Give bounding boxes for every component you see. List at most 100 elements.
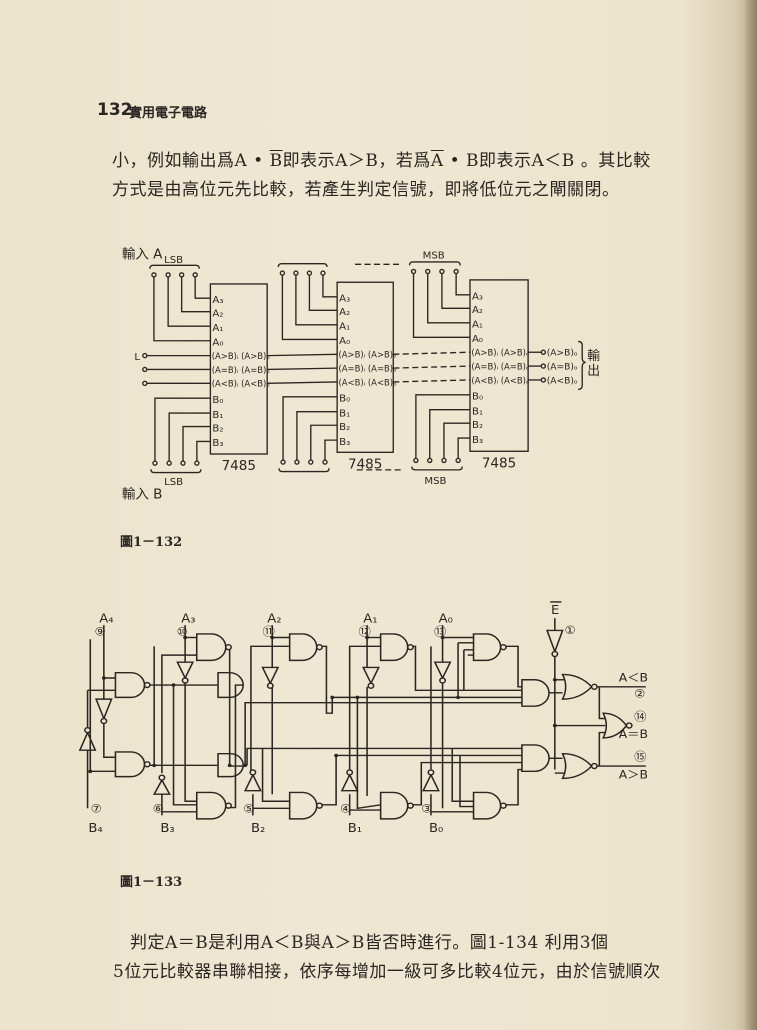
input-a-wire: [322, 273, 338, 298]
input-a-label: A₀: [439, 611, 453, 625]
a-bar: A: [430, 151, 444, 171]
inversion-bubble: [143, 681, 151, 689]
input-b-terminal: [194, 460, 200, 466]
cascade-wire: [267, 381, 338, 385]
output-heading: 出: [587, 364, 600, 379]
pin-number: ⑪: [263, 625, 276, 638]
pin-number: ⑦: [91, 802, 102, 815]
l-level-label: L: [134, 352, 140, 363]
junction-dot: [183, 635, 188, 640]
inversion-bubble: [427, 769, 435, 776]
bottom-brace: [411, 466, 463, 471]
inverter-gate: [261, 666, 280, 686]
and-gate: [521, 744, 550, 773]
input-b-wire: [415, 394, 470, 461]
pin-label-cascade: (A=B)ᵢ (A=B)ₒ: [212, 365, 270, 375]
output-label: (A>B)ₒ: [547, 349, 578, 359]
input-b-wire: [154, 397, 211, 464]
nand-gate: [195, 791, 227, 820]
pin-label-cascade: (A=B)ᵢ (A=B)ₒ: [471, 361, 529, 371]
pin-number: ⑩: [177, 625, 188, 638]
junction-dot: [334, 753, 339, 758]
output-label: A＞B: [619, 768, 648, 781]
inverter-gate: [433, 661, 452, 680]
intro-text: 即表示A＞B，若爲: [282, 151, 431, 171]
msb-label: MSB: [423, 251, 445, 262]
pin-label-b: B₂: [339, 422, 350, 433]
output-terminal: [540, 363, 547, 369]
pin-label-a: A₁: [212, 323, 223, 334]
top-brace: [408, 261, 461, 266]
input-a-terminal: [178, 272, 185, 278]
inverter-gate: [362, 666, 380, 686]
inversion-bubble: [315, 644, 323, 651]
nor-gate: [561, 673, 593, 700]
pin-label-a: A₂: [472, 305, 483, 316]
inverter-gate: [152, 778, 171, 795]
pin-label-b: B₂: [212, 423, 223, 434]
wire: [459, 755, 474, 808]
inversion-bubble: [590, 683, 598, 690]
input-a-label: A₄: [99, 611, 113, 625]
inversion-bubble: [315, 802, 323, 809]
closing-line-1: 判定A＝B是利用A＜B與A＞B皆否時進行。圖1-134 利用3個: [130, 933, 609, 953]
input-b-wire: [296, 411, 338, 463]
nand-gate: [472, 633, 502, 662]
pin-label-cascade: (A<B)ᵢ (A<B)ₒ: [338, 377, 396, 387]
cascade-input-terminal: [142, 352, 148, 359]
pin-label-b: B₂: [472, 420, 483, 431]
ic-7485-chip: [336, 281, 394, 453]
input-a-terminal: [165, 272, 171, 278]
pin-label-cascade: (A>B)ᵢ (A>B)ₒ: [471, 348, 529, 358]
input-b-terminal: [441, 457, 447, 464]
inversion-bubble: [499, 802, 507, 809]
nor-gate: [602, 712, 628, 739]
input-b-label: B₀: [429, 821, 443, 835]
pin-label-cascade: (A>B)ᵢ (A>B)ₒ: [212, 351, 270, 361]
wire: [316, 645, 522, 714]
nand-gate: [114, 751, 146, 778]
cascade-wire: [267, 353, 338, 357]
intro-line-2: 方式是由高位元先比較，若產生判定信號，即將低位元之閘關閉。: [112, 180, 620, 200]
pin-number: ④: [340, 802, 351, 815]
input-a-wire: [455, 271, 470, 296]
bottom-brace: [278, 468, 330, 473]
figure-1-133-caption: 圖1－133: [120, 875, 183, 890]
chip-label: 7485: [348, 457, 382, 473]
junction-dot: [270, 635, 275, 640]
closing-line-2: 5位元比較器串聯相接，依序每增加一級可多比較4位元，由於信號順次: [113, 962, 661, 982]
pin-label-a: A₂: [339, 307, 350, 318]
output-label: A＝B: [619, 727, 648, 740]
wire: [316, 754, 522, 806]
input-a-wire: [281, 273, 338, 341]
figure-1-132-caption: 圖1－132: [120, 535, 183, 550]
lsb-label: LSB: [164, 477, 183, 488]
inverter-gate: [94, 698, 113, 721]
b-bar: B: [269, 151, 283, 171]
wire: [598, 686, 606, 720]
pin-number: ⑮: [634, 750, 647, 763]
input-b-terminal: [152, 460, 158, 466]
inversion-bubble: [249, 769, 257, 776]
input-b-terminal: [427, 457, 433, 464]
input-b-terminal: [166, 460, 172, 466]
wire: [598, 731, 606, 767]
input-b-wire: [282, 396, 338, 463]
pin-label-b: B₁: [339, 408, 350, 419]
input-a-label: A₁: [363, 611, 377, 625]
wire: [103, 723, 116, 758]
output-label: (A=B)ₒ: [547, 362, 578, 372]
wire: [89, 639, 116, 773]
inverter-gate: [340, 773, 359, 792]
pin-label-b: B₃: [339, 437, 350, 448]
and-gate: [521, 679, 550, 707]
pin-number: ①: [565, 624, 576, 637]
input-b-wire: [457, 437, 470, 461]
nor-gate: [561, 753, 593, 780]
pin-label-a: A₃: [212, 295, 223, 306]
page-number: 132: [97, 100, 133, 120]
input-b-terminal: [180, 460, 186, 466]
nand-gate: [288, 633, 318, 662]
enable-inverter: [546, 629, 564, 654]
